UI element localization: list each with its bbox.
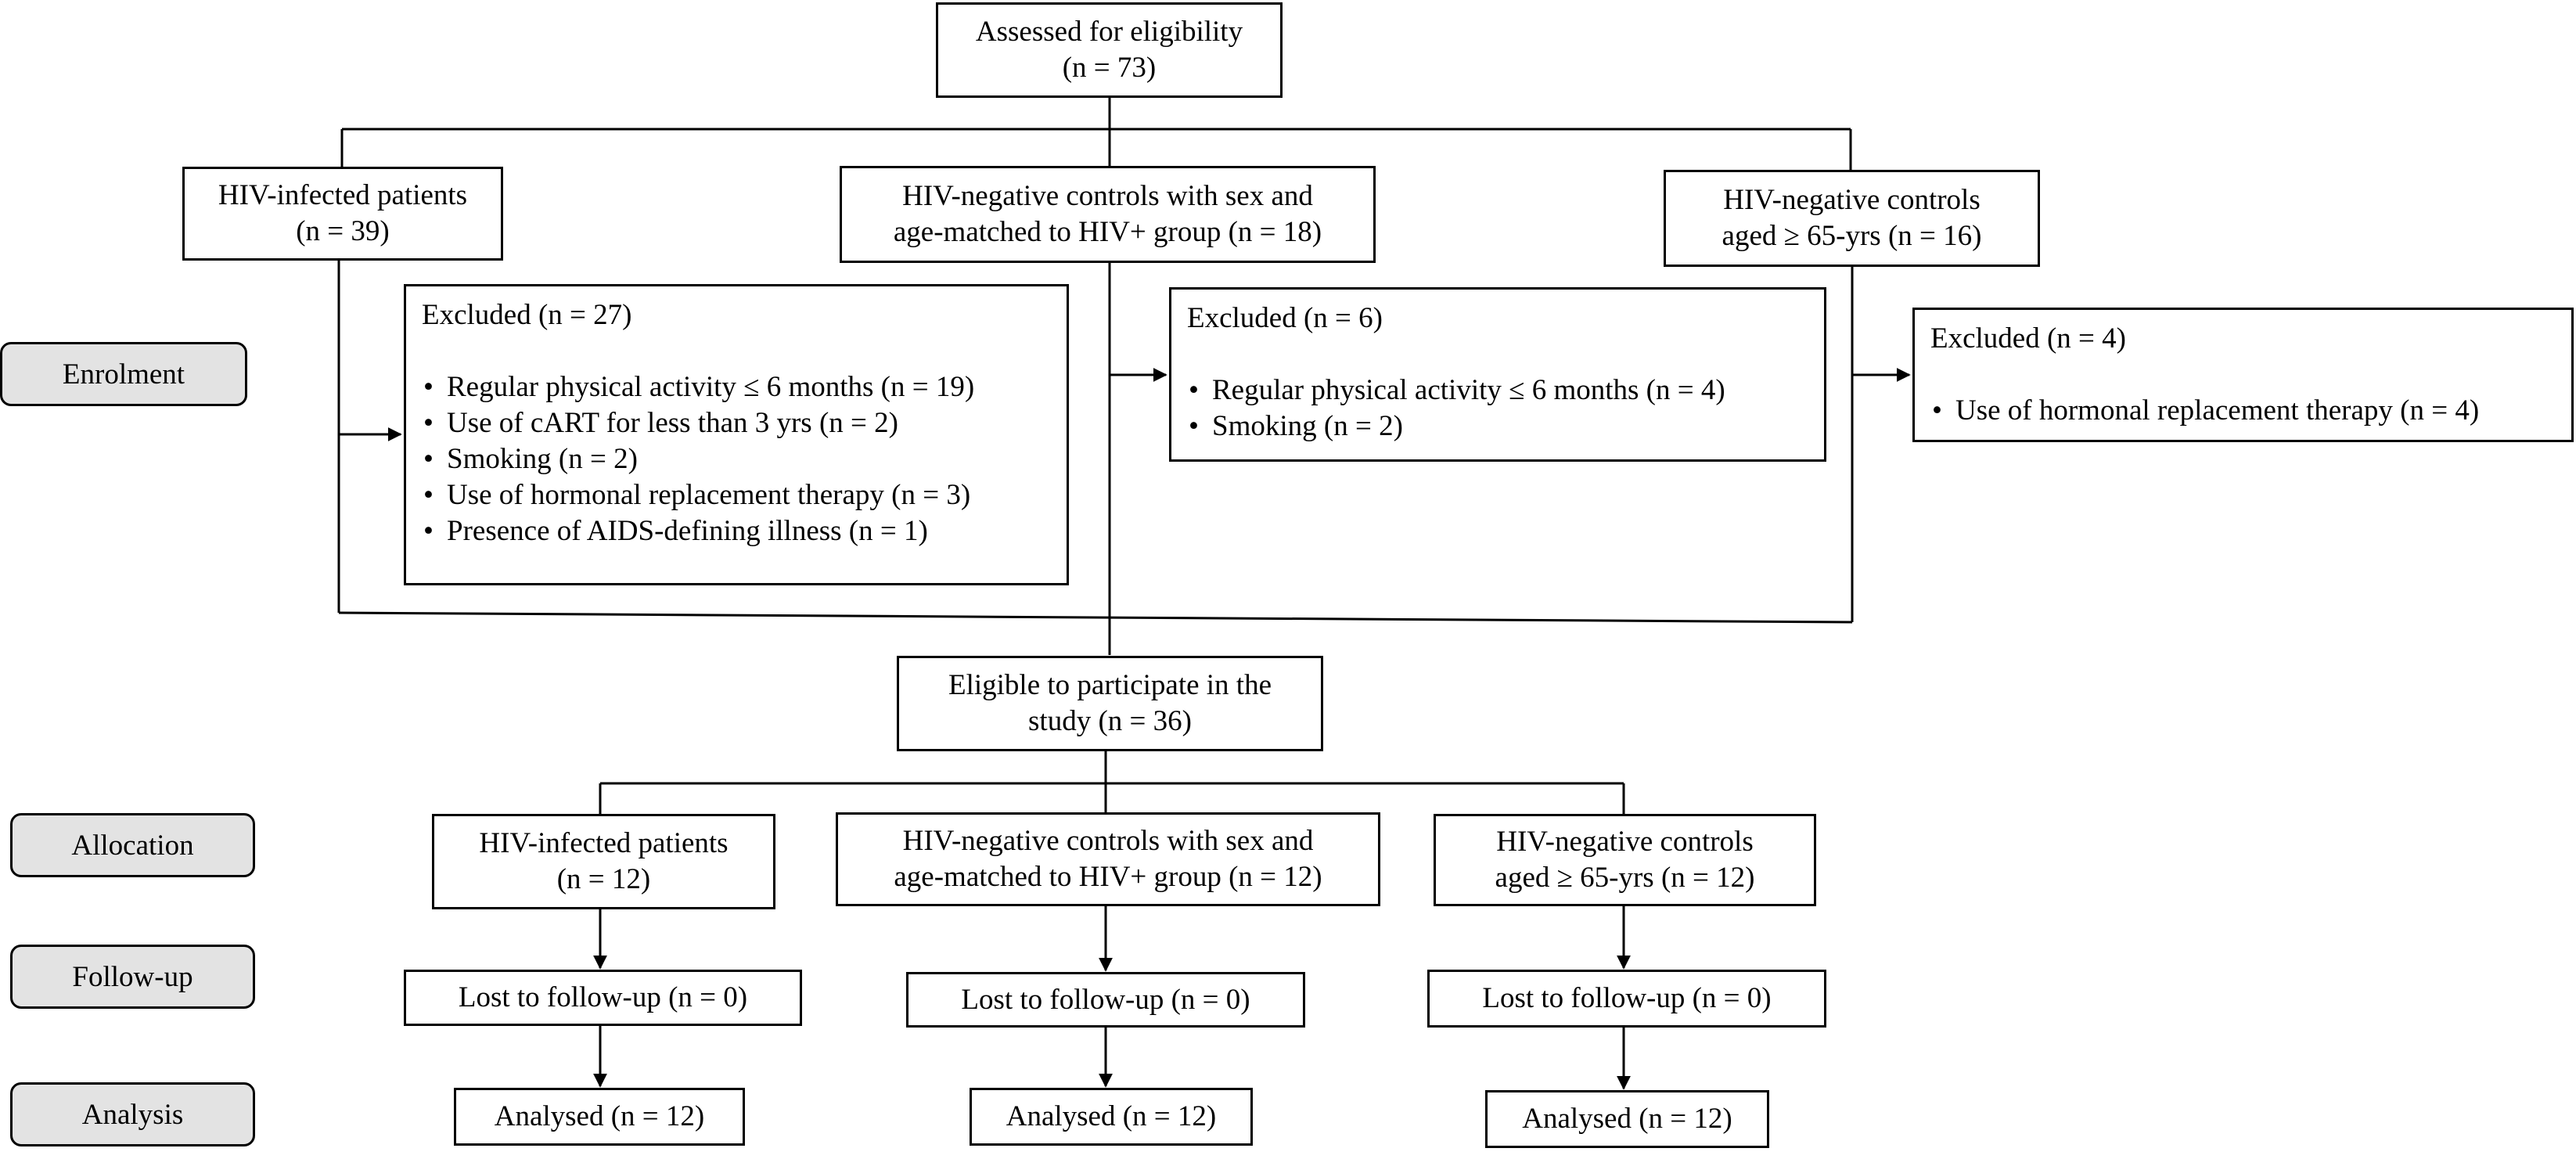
excluded-title: Excluded (n = 4) (1930, 322, 2126, 355)
exclusion-item: Use of hormonal replacement therapy (n =… (422, 477, 1067, 513)
exclusion-list: Regular physical activity ≤ 6 months (n … (1187, 373, 1824, 445)
exclusion-item: Smoking (n = 2) (422, 441, 1067, 477)
exclusion-list: Use of hormonal replacement therapy (n =… (1930, 393, 2571, 429)
stage-label-follow-up: Follow-up (10, 945, 255, 1009)
exclusion-item: Use of cART for less than 3 yrs (n = 2) (422, 405, 1067, 441)
stage-label-allocation: Allocation (10, 813, 255, 877)
eligible-box: Eligible to participate in the study (n … (897, 656, 1323, 751)
excluded-title: Excluded (n = 27) (422, 299, 632, 331)
allocation-hiv-infected-box: HIV-infected patients (n = 12) (432, 814, 775, 909)
exclusion-list: Regular physical activity ≤ 6 months (n … (422, 369, 1067, 549)
analysis-hiv-infected-box: Analysed (n = 12) (454, 1088, 745, 1146)
group-hiv-neg-matched-box: HIV-negative controls with sex and age-m… (840, 166, 1376, 263)
follow-up-hiv-infected-box: Lost to follow-up (n = 0) (404, 970, 802, 1026)
assessed-box: Assessed for eligibility (n = 73) (936, 2, 1283, 98)
exclusion-item: Regular physical activity ≤ 6 months (n … (1187, 373, 1824, 409)
allocation-hiv-neg-matched-box: HIV-negative controls with sex and age-m… (836, 812, 1380, 906)
excluded-hiv-infected-box: Excluded (n = 27) Regular physical activ… (404, 284, 1069, 585)
follow-up-hiv-neg-matched-box: Lost to follow-up (n = 0) (906, 972, 1305, 1028)
group-hiv-infected-box: HIV-infected patients (n = 39) (182, 167, 503, 261)
follow-up-hiv-neg-65-box: Lost to follow-up (n = 0) (1427, 970, 1826, 1028)
exclusion-item: Regular physical activity ≤ 6 months (n … (422, 369, 1067, 405)
exclusion-item: Use of hormonal replacement therapy (n =… (1930, 393, 2571, 429)
stage-label-enrolment: Enrolment (0, 342, 247, 406)
group-hiv-neg-65-box: HIV-negative controls aged ≥ 65-yrs (n =… (1664, 170, 2040, 267)
exclusion-item: Smoking (n = 2) (1187, 409, 1824, 445)
stage-label-analysis: Analysis (10, 1082, 255, 1146)
analysis-hiv-neg-65-box: Analysed (n = 12) (1485, 1090, 1769, 1148)
allocation-hiv-neg-65-box: HIV-negative controls aged ≥ 65-yrs (n =… (1434, 814, 1816, 906)
excluded-title: Excluded (n = 6) (1187, 302, 1383, 334)
connector-bottom-merge (338, 611, 1853, 624)
analysis-hiv-neg-matched-box: Analysed (n = 12) (970, 1088, 1253, 1146)
exclusion-item: Presence of AIDS-defining illness (n = 1… (422, 513, 1067, 549)
excluded-hiv-neg-65-box: Excluded (n = 4) Use of hormonal replace… (1912, 308, 2574, 442)
excluded-hiv-neg-matched-box: Excluded (n = 6) Regular physical activi… (1169, 287, 1826, 462)
